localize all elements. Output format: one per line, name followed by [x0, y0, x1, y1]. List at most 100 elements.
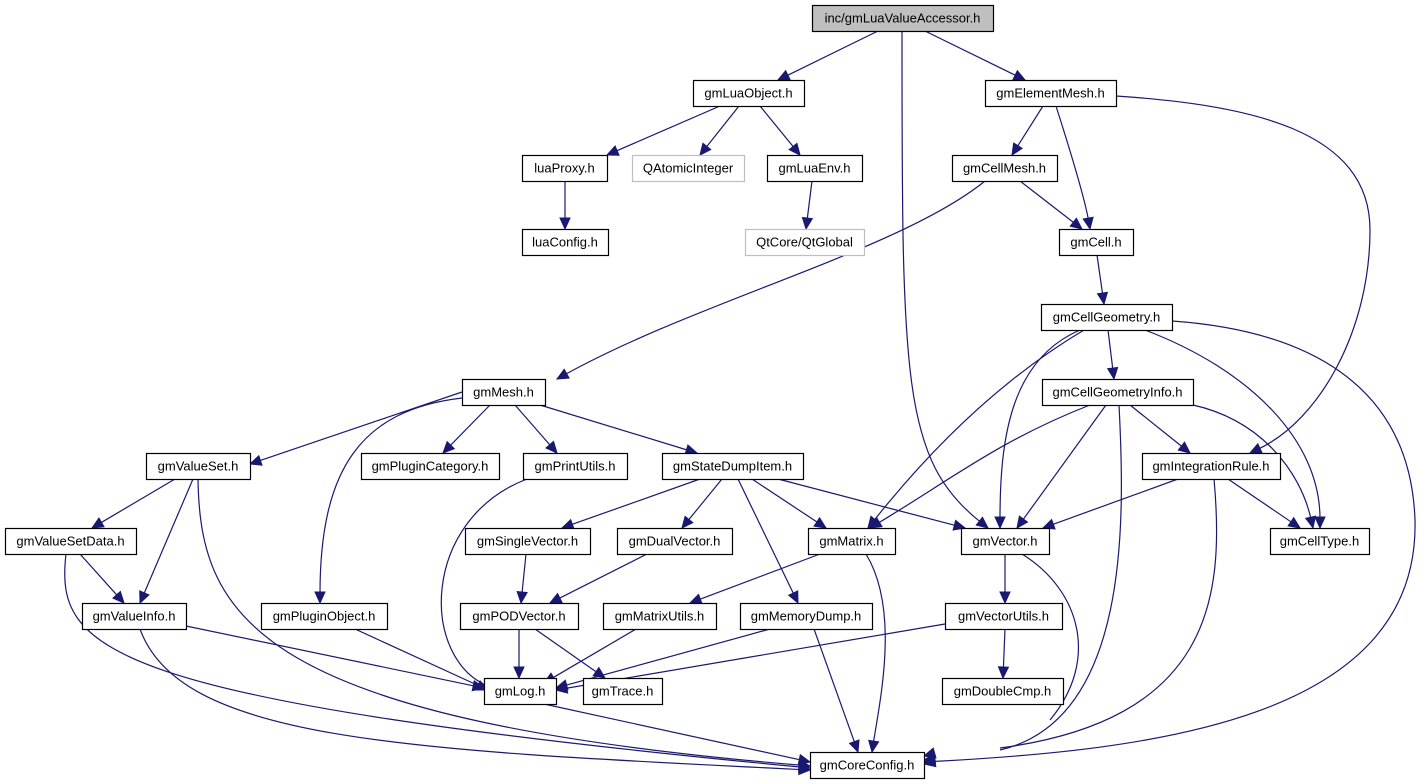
edge-gmLuaObject-to-luaProxy: [605, 105, 721, 156]
node-gmTrace[interactable]: gmTrace.h: [582, 677, 664, 706]
node-gmMatrix[interactable]: gmMatrix.h: [807, 527, 897, 556]
node-box: [1058, 228, 1135, 257]
node-gmMesh[interactable]: gmMesh.h: [461, 378, 547, 407]
node-box: [521, 154, 609, 183]
edge-root-to-gmVector: [901, 30, 989, 529]
arrowhead-icon: [548, 592, 563, 604]
edge-line: [615, 105, 721, 152]
node-box: [522, 452, 629, 481]
node-gmPluginObject[interactable]: gmPluginObject.h: [260, 602, 389, 631]
edge-gmMesh-to-gmStateDumpItem: [539, 404, 699, 456]
node-gmCellType[interactable]: gmCellType.h: [1269, 527, 1371, 556]
node-gmPrintUtils[interactable]: gmPrintUtils.h: [522, 452, 629, 481]
node-root[interactable]: inc/gmLuaValueAccessor.h: [811, 4, 995, 33]
node-box: [960, 527, 1051, 556]
node-gmDualVector[interactable]: gmDualVector.h: [616, 527, 734, 556]
arrowhead-icon: [798, 763, 812, 776]
arrowhead-icon: [699, 142, 712, 156]
edge-line: [687, 478, 723, 522]
edge-line: [1016, 105, 1044, 148]
arrowhead-icon: [605, 145, 620, 156]
arrowhead-icon: [1314, 516, 1326, 530]
node-gmCell[interactable]: gmCell.h: [1058, 228, 1135, 257]
arrowhead-icon: [554, 682, 569, 694]
edge-root-to-gmElementMesh: [924, 30, 1027, 81]
edge-gmStateDumpItem-to-gmSingleVector: [560, 478, 701, 530]
node-gmMemoryDump[interactable]: gmMemoryDump.h: [739, 602, 874, 631]
node-box: [744, 228, 866, 257]
arrowhead-icon: [513, 666, 525, 680]
arrowhead-icon: [1096, 291, 1109, 306]
node-gmStateDumpItem[interactable]: gmStateDumpItem.h: [661, 452, 805, 481]
node-luaProxy[interactable]: luaProxy.h: [521, 154, 609, 183]
arrowhead-icon: [975, 516, 989, 529]
node-box: [4, 527, 138, 556]
edge-gmStateDumpItem-to-gmVector: [777, 478, 967, 531]
arrowhead-icon: [868, 517, 883, 529]
node-gmDoubleCmp[interactable]: gmDoubleCmp.h: [941, 677, 1065, 706]
edge-gmCellGeometryInfo-to-gmMatrix: [868, 404, 1091, 529]
node-gmValueInfo[interactable]: gmValueInfo.h: [81, 602, 188, 631]
node-gmCoreConfig[interactable]: gmCoreConfig.h: [809, 751, 926, 780]
edge-line: [139, 628, 802, 771]
node-label: gmSingleVector.h: [477, 534, 578, 549]
node-luaConfig[interactable]: luaConfig.h: [521, 228, 610, 257]
edge-line: [564, 180, 986, 376]
node-label: gmLog.h: [495, 684, 546, 699]
edge-line: [543, 703, 802, 761]
node-gmMatrixUtils[interactable]: gmMatrixUtils.h: [602, 602, 718, 631]
arrowhead-icon: [248, 454, 263, 466]
edge-line: [1107, 329, 1114, 371]
edge-gmPODVector-to-gmLog: [513, 629, 525, 680]
edge-line: [999, 478, 1218, 749]
edge-gmCellGeometryInfo-to-gmIntegrationRule: [1129, 404, 1191, 454]
node-gmSingleVector[interactable]: gmSingleVector.h: [464, 527, 592, 556]
arrowhead-icon: [922, 747, 937, 759]
node-gmLog[interactable]: gmLog.h: [483, 677, 558, 706]
node-gmVectorUtils[interactable]: gmVectorUtils.h: [944, 602, 1064, 631]
arrowhead-icon: [1106, 366, 1119, 381]
node-gmLuaEnv[interactable]: gmLuaEnv.h: [766, 154, 864, 183]
node-gmPluginCategory[interactable]: gmPluginCategory.h: [360, 452, 501, 481]
edge-gmCellGeometry-to-gmCellType: [1144, 329, 1326, 530]
node-gmVector[interactable]: gmVector.h: [960, 527, 1051, 556]
node-box: [811, 4, 995, 33]
edge-gmSingleVector-to-gmPODVector: [516, 553, 528, 605]
edge-gmCellMesh-to-gmMesh: [555, 180, 986, 380]
node-gmValueSet[interactable]: gmValueSet.h: [145, 452, 252, 481]
edge-line: [440, 478, 528, 688]
node-gmLuaObject[interactable]: gmLuaObject.h: [692, 79, 806, 108]
edge-gmIntegrationRule-to-gmCellType: [1227, 478, 1301, 529]
node-gmIntegrationRule[interactable]: gmIntegrationRule.h: [1141, 452, 1282, 481]
node-box: [661, 452, 805, 481]
node-box: [739, 602, 874, 631]
node-gmPODVector[interactable]: gmPODVector.h: [459, 602, 580, 631]
node-box: [1040, 303, 1174, 332]
edge-gmValueInfo-to-gmCoreConfig: [139, 628, 812, 776]
node-box: [464, 527, 592, 556]
node-gmCellGeometryInfo[interactable]: gmCellGeometryInfo.h: [1041, 378, 1195, 407]
node-box: [461, 378, 547, 407]
node-label: QtCore/QtGlobal: [756, 235, 853, 250]
node-gmValueSetData[interactable]: gmValueSetData.h: [4, 527, 138, 556]
node-label: gmIntegrationRule.h: [1152, 459, 1269, 474]
node-gmCellGeometry[interactable]: gmCellGeometry.h: [1040, 303, 1174, 332]
edge-gmStateDumpItem-to-gmMatrix: [751, 478, 828, 529]
edge-gmCellGeometry-to-gmVector: [994, 329, 1081, 530]
edge-line: [1021, 404, 1107, 522]
edge-line: [1021, 553, 1080, 721]
edge-line: [258, 391, 463, 462]
node-label: gmCellType.h: [1280, 534, 1359, 549]
edge-root-to-gmLuaObject: [776, 30, 879, 81]
node-gmCellMesh[interactable]: gmCellMesh.h: [951, 154, 1059, 183]
edge-line: [557, 553, 648, 600]
edge-gmStateDumpItem-to-gmDualVector: [681, 478, 723, 529]
edge-luaProxy-to-luaConfig: [559, 181, 571, 231]
node-gmElementMesh[interactable]: gmElementMesh.h: [984, 79, 1118, 108]
edge-line: [551, 628, 637, 679]
edge-gmIntegrationRule-to-gmVector: [1041, 478, 1179, 530]
arrowhead-icon: [776, 69, 791, 81]
node-label: gmVector.h: [972, 534, 1037, 549]
edge-line: [999, 404, 1122, 751]
edge-gmValueSetData-to-gmCoreConfig: [64, 553, 812, 773]
